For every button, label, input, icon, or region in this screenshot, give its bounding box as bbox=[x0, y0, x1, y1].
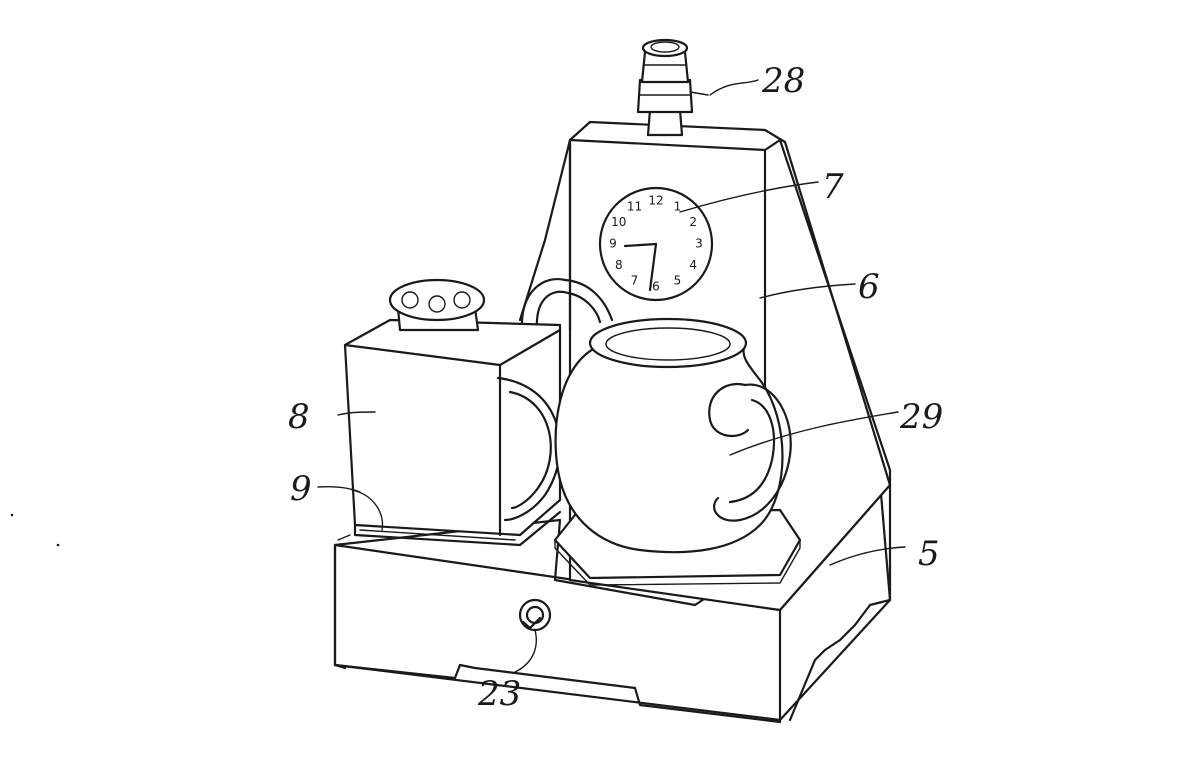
ref-numeral-29: 29 bbox=[899, 397, 943, 437]
top-fitting bbox=[636, 38, 709, 137]
ref-numeral-23: 23 bbox=[477, 674, 521, 714]
hose-pipe bbox=[520, 278, 614, 332]
ref-numeral-6: 6 bbox=[858, 267, 880, 307]
ref-numeral-7: 7 bbox=[822, 167, 844, 207]
clock-numeral: 9 bbox=[609, 237, 617, 251]
tank-handle bbox=[496, 376, 561, 522]
ref-numeral-8: 8 bbox=[288, 397, 310, 437]
switch-knob bbox=[514, 598, 552, 673]
clock-numeral: 3 bbox=[695, 237, 703, 251]
clock-numeral: 7 bbox=[631, 274, 639, 288]
clock-numeral: 8 bbox=[615, 258, 623, 272]
teapot bbox=[554, 317, 792, 554]
scan-speck bbox=[56, 543, 60, 547]
clock-numeral: 2 bbox=[689, 215, 697, 229]
clock-hour-hand bbox=[623, 242, 658, 248]
clock-minute-hand bbox=[648, 242, 658, 292]
clock-numeral: 10 bbox=[611, 215, 626, 229]
ref-numeral-28: 28 bbox=[761, 61, 805, 101]
leader-lines bbox=[317, 79, 906, 566]
clock-numeral: 6 bbox=[652, 280, 660, 294]
clock-numeral: 11 bbox=[627, 199, 642, 213]
ref-numeral-9: 9 bbox=[290, 469, 312, 509]
clock-numeral: 4 bbox=[689, 258, 697, 272]
tank-cap bbox=[388, 278, 486, 332]
clock-numeral: 12 bbox=[648, 194, 663, 208]
clock-numeral: 1 bbox=[674, 199, 682, 213]
clock-numeral: 5 bbox=[674, 274, 682, 288]
scan-speck bbox=[10, 513, 14, 517]
ref-numeral-5: 5 bbox=[918, 534, 940, 574]
